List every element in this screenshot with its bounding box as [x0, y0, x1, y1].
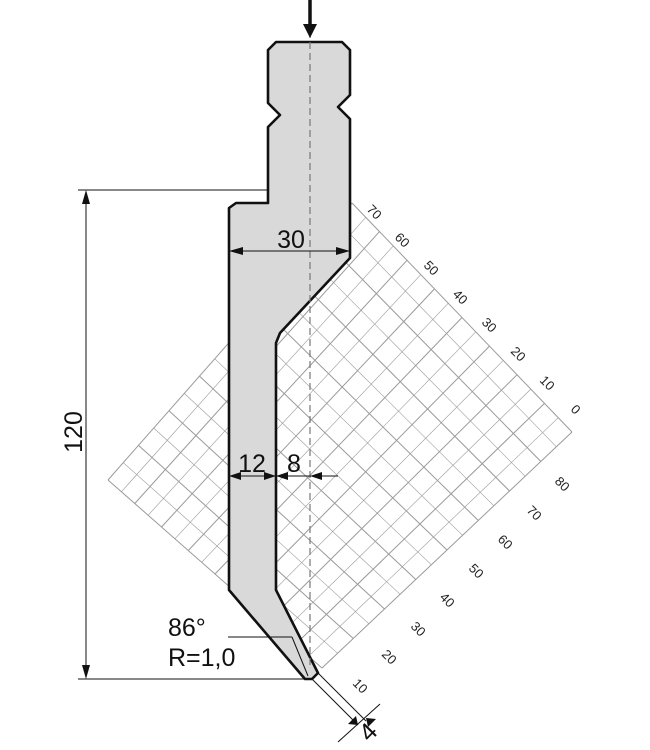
offset-label: 8 — [287, 450, 301, 478]
grid-label-lower: 10 — [350, 676, 371, 697]
lower-width-label: 12 — [238, 450, 266, 478]
height-label: 120 — [60, 411, 88, 453]
grid-label-upper: 50 — [421, 258, 442, 279]
down-arrow-icon — [303, 0, 317, 38]
grid-label-upper: 40 — [450, 287, 471, 308]
grid-label-lower: 80 — [552, 474, 573, 495]
tip-radius-label: R=1,0 — [168, 644, 235, 672]
grid-label-lower: 40 — [437, 590, 458, 611]
grid-label-lower: 70 — [524, 503, 545, 524]
grid-label-upper: 0 — [568, 402, 584, 418]
top-width-dimension — [229, 247, 350, 255]
grid-line — [336, 220, 557, 448]
lower-width-dimension — [229, 472, 276, 480]
grid-label-lower: 20 — [379, 647, 400, 668]
grid-line — [306, 254, 526, 477]
grid-label-upper: 10 — [537, 373, 558, 394]
grid-label-upper: 30 — [479, 315, 500, 336]
tip-angle-label: 86° — [168, 614, 206, 642]
offset-dimension — [276, 472, 338, 480]
grid-label-upper: 20 — [508, 344, 529, 365]
punch-body — [227, 40, 352, 681]
grid-line — [260, 306, 479, 521]
capacity-grid — [107, 202, 573, 669]
grid-label-lower: 60 — [495, 532, 516, 553]
grid-line — [184, 393, 401, 595]
grid-line — [321, 237, 542, 462]
grid-label-lower: 30 — [408, 619, 429, 640]
grid-line — [245, 323, 463, 536]
height-dimension — [78, 189, 305, 680]
grid-line — [351, 202, 573, 433]
top-width-label: 30 — [277, 226, 305, 254]
tip-width-dimension — [311, 672, 381, 743]
tip-callout — [228, 636, 309, 677]
grid-label-lower: 50 — [466, 561, 487, 582]
grid-line — [290, 271, 510, 492]
grid-line — [275, 289, 495, 507]
